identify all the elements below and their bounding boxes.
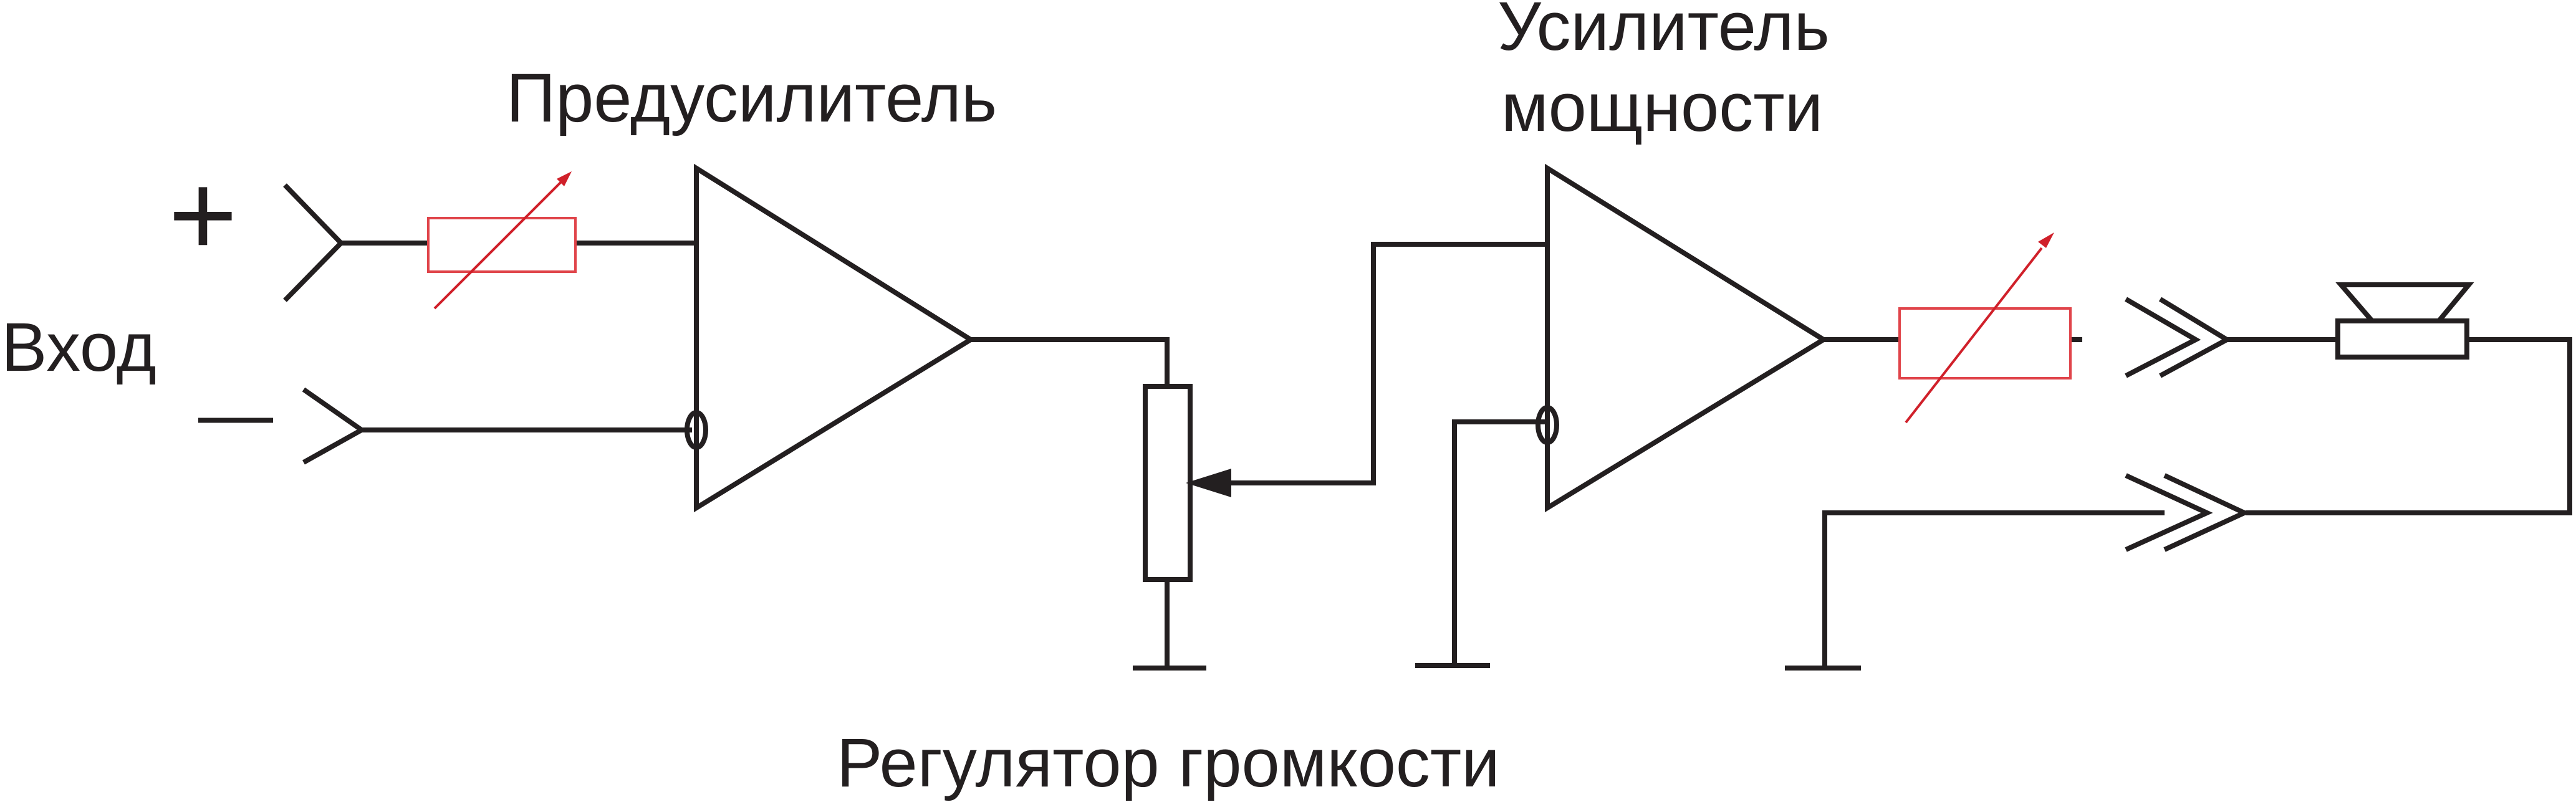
power-amp-label-line1: Усилитель (1497, 0, 1830, 65)
preamp-inverting-input-icon (685, 410, 708, 450)
volume-control-label: Регулятор громкости (837, 725, 1500, 801)
variable-resistor-1-arrow (433, 181, 562, 310)
potentiometer-wiper-arrow-icon (1186, 469, 1231, 497)
preamp-triangle-icon (694, 163, 976, 513)
variable-resistor-2-arrow (1905, 247, 2043, 424)
preamp-label: Предусилитель (506, 60, 997, 136)
speaker-cone-icon (2335, 282, 2474, 323)
preamp-output-wire (971, 337, 1170, 386)
speaker-return-wire (2246, 337, 2572, 515)
input-label: Вход (1, 309, 156, 386)
output-connector-lower-icon (2125, 473, 2213, 552)
lower-connector-ground-wire (1822, 510, 2165, 668)
negative-input-jack-icon (302, 387, 367, 465)
output-connector-upper-icon (2124, 297, 2201, 378)
positive-input-jack-icon (283, 183, 345, 302)
variable-resistor-2-arrowhead-icon (2038, 232, 2054, 248)
power-amp-feedback-ground-wire (1452, 419, 1547, 666)
plus-sign: + (168, 149, 238, 281)
power-amp-inverting-input-icon (1536, 405, 1559, 445)
power-amp-label-line2: мощности (1501, 69, 1823, 146)
volume-potentiometer-body (1143, 384, 1193, 582)
speaker-body-icon (2335, 318, 2469, 360)
minus-sign: — (198, 372, 273, 456)
variable-resistor-1-arrowhead-icon (557, 171, 572, 186)
output-connector-lower-icon-2 (2163, 473, 2251, 552)
wiper-to-power-amp-wire (1231, 242, 1547, 485)
power-amp-triangle-icon (1545, 163, 1829, 513)
variable-resistor-1-box (427, 217, 577, 273)
